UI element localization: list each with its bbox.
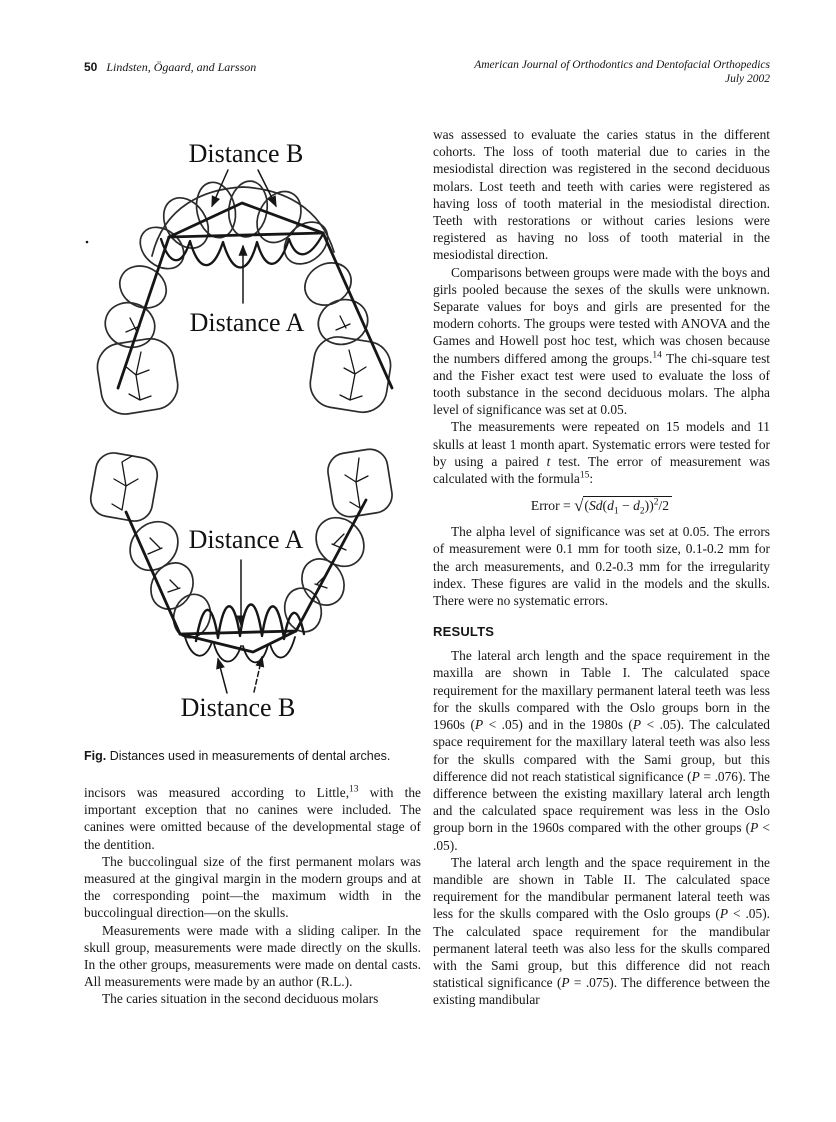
upper-right-molar [309,336,392,414]
upper-incisor-scallops [159,232,325,269]
formula-radicand: (Sd(d1 − d2))2/2 [583,496,673,517]
paragraph: The buccolingual size of the first perma… [84,853,421,921]
distance-a-bottom-label: Distance A [189,525,304,554]
formula-lhs: Error = [530,498,575,514]
distance-b-bottom-arrows [216,655,265,694]
dental-arches-figure: Distance B Distance A [85,139,394,722]
upper-measurement-lines [116,201,394,390]
paragraph: incisors was measured according to Littl… [84,784,421,852]
lower-right-molar [327,448,393,518]
right-column: was assessed to evaluate the caries stat… [433,126,770,1009]
paragraph: The measurements were repeated on 15 mod… [433,419,770,487]
upper-left-molar [96,337,179,415]
paragraph: The caries situation in the second decid… [102,991,379,1007]
journal-title: American Journal of Orthodontics and Den… [474,59,770,71]
paragraph: was assessed to evaluate the caries stat… [433,127,770,263]
lower-measurement-lines [124,498,368,654]
distance-b-top-arrows [211,169,277,208]
distance-b-top-label: Distance B [189,139,304,168]
radical-sign: √ [574,496,584,516]
lower-arch-drawing: Distance A Distance B [89,448,393,722]
paragraph: Comparisons between groups were made wit… [433,264,771,418]
lower-incisor-lobes [184,636,296,664]
paragraph: The alpha level of significance was set … [433,524,770,609]
molar-fissure-icon [124,315,367,401]
running-authors: Lindsten, Ögaard, and Larsson [106,60,257,74]
running-head-left: 50 Lindsten, Ögaard, and Larsson [84,60,256,75]
page-number: 50 [84,60,98,74]
distance-a-top-label: Distance A [190,308,305,337]
journal-issue: July 2002 [724,73,770,85]
paragraph: The lateral arch length and the space re… [433,648,770,853]
molar-fissure-icon [111,455,369,593]
upper-arch-drawing: Distance B Distance A [85,139,394,415]
upper-teeth-outlines [96,180,392,415]
stray-dot [85,240,89,244]
results-heading: RESULTS [433,624,495,640]
paragraph: The lateral arch length and the space re… [433,854,771,1008]
error-formula: Error = √(Sd(d1 − d2))2/2 [433,496,770,517]
lower-left-molar [89,452,159,522]
lower-teeth-outlines [89,448,393,639]
running-head-right: American Journal of Orthodontics and Den… [474,58,770,86]
figure-caption: Fig. Distances used in measurements of d… [84,749,391,763]
distance-b-bottom-label: Distance B [181,693,296,722]
left-column-text: incisors was measured according to Littl… [84,784,421,1008]
left-column: Distance B Distance A [84,128,421,1008]
paragraph: Measurements were made with a sliding ca… [84,922,421,990]
